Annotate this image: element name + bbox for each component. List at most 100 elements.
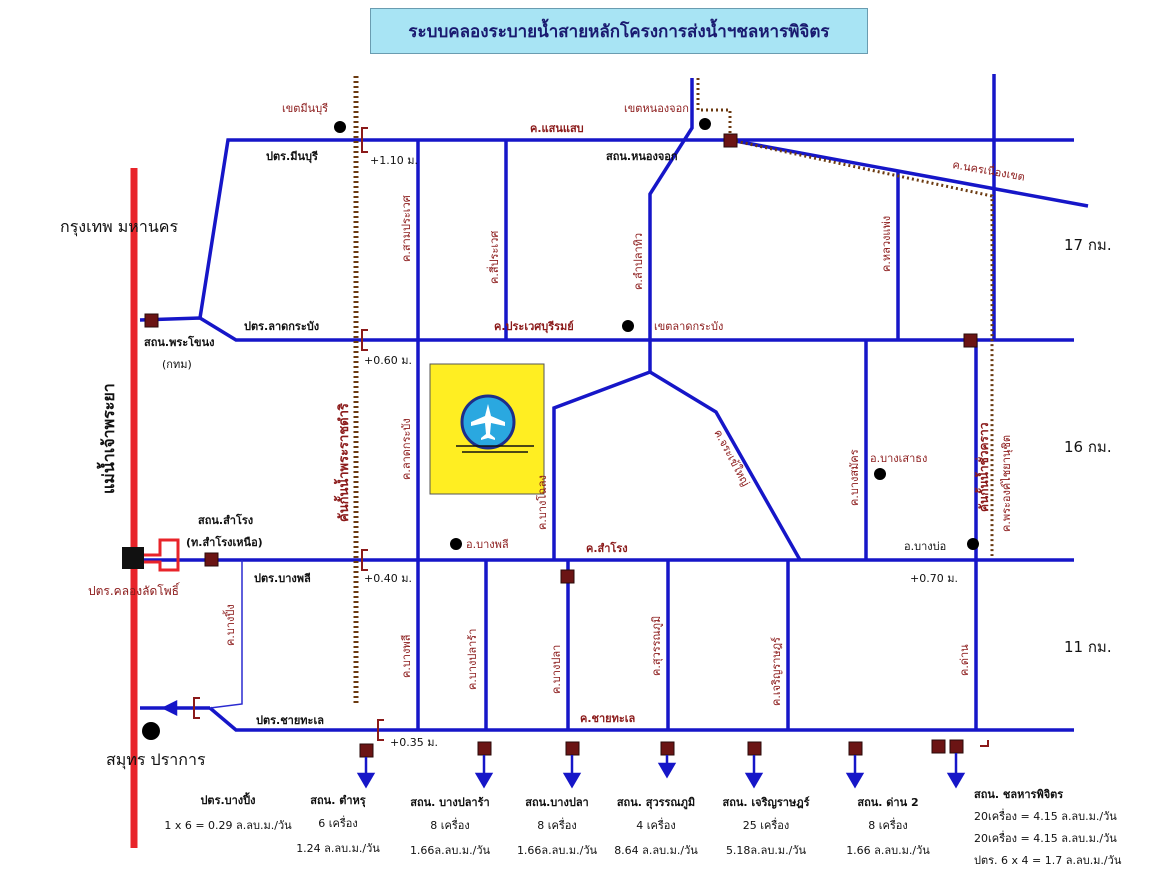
chonlahan-line: 20เครื่อง = 4.15 ล.ลบ.ม./วัน bbox=[974, 830, 1117, 845]
station-chonlahan-a bbox=[931, 739, 946, 754]
gate-markers bbox=[193, 127, 989, 747]
label-nong-chok: เขตหนองจอก bbox=[624, 102, 689, 115]
label-k-bang-chalong: ค.บางโฉลง bbox=[535, 475, 549, 530]
gate-bang-ping bbox=[193, 697, 200, 719]
label-k-luang-phaeng: ค.หลวงแพ่ง bbox=[880, 216, 893, 272]
pump-units: 8 เครื่อง bbox=[868, 817, 908, 832]
chonlahan-line: 20เครื่อง = 4.15 ล.ลบ.ม./วัน bbox=[974, 808, 1117, 823]
chonlahan-name: สถน. ชลหารพิจิตร bbox=[974, 788, 1063, 801]
label-dist-17: 17 กม. bbox=[1064, 236, 1112, 254]
label-k-bang-pla-ra: ค.บางปลาร้า bbox=[466, 629, 479, 690]
label-k-bang-ping: ค.บางปิ้ง bbox=[222, 604, 237, 646]
pump-units: 25 เครื่อง bbox=[743, 817, 790, 832]
label-k-lat-krabang: ค.ลาดกระบัง bbox=[400, 418, 413, 480]
label-bangkok: กรุงเทพ มหานคร bbox=[60, 217, 178, 237]
label-level-3: +0.40 ม. bbox=[364, 572, 412, 585]
label-dike-east: คันกั้นน้ำชั่วคราว bbox=[974, 422, 991, 512]
label-k-sam-prawet: ค.สามประเวศ bbox=[400, 195, 413, 262]
label-k-lam-pla-thio: ค.ลำปลาทิว bbox=[632, 233, 645, 290]
pump-units: 8 เครื่อง bbox=[430, 817, 470, 832]
label-k-samrong: ค.สำโรง bbox=[586, 541, 628, 555]
pump-units: 6 เครื่อง bbox=[318, 815, 358, 830]
label-k-prawet: ค.ประเวศบุรีรมย์ bbox=[494, 320, 574, 334]
place-dots bbox=[142, 118, 979, 740]
gate-bang-phli bbox=[361, 549, 368, 571]
pump-info: ปตร.บางปิ้ง 1 x 6 = 0.29 ล.ลบ.ม./วัน สถน… bbox=[164, 788, 1121, 867]
station-charoen-rat bbox=[747, 741, 762, 756]
station-nong-chok bbox=[723, 133, 738, 148]
label-dike: คันกั้นน้ำพระราชดำริ bbox=[333, 403, 352, 522]
discharge-arrows bbox=[161, 699, 966, 789]
canal-bang-chalong bbox=[552, 370, 651, 560]
label-k-si-prawet: ค.สี่ประเวศ bbox=[486, 231, 501, 284]
canal-nakhon-nueang bbox=[729, 138, 1089, 208]
pump-rate: 1.66ล.ลบ.ม./วัน bbox=[517, 844, 598, 857]
pump-rate: 8.64 ล.ลบ.ม./วัน bbox=[614, 844, 698, 857]
label-k-charoen-rat: ค.เจริญราษฎร์ bbox=[770, 637, 783, 706]
station-east-lat-krabang bbox=[963, 333, 978, 348]
dot-nong-chok bbox=[699, 118, 711, 130]
gate-chonlahan bbox=[980, 740, 989, 747]
pump-rate: 1.66ล.ลบ.ม./วัน bbox=[410, 844, 491, 857]
dot-bang-sao-thong bbox=[874, 468, 886, 480]
pump-units: 8 เครื่อง bbox=[537, 817, 577, 832]
station-bang-pla bbox=[565, 741, 580, 756]
pump-rate: 1.66 ล.ลบ.ม./วัน bbox=[846, 844, 930, 857]
label-sta-bang-phli: ปตร.บางพลี bbox=[254, 572, 311, 585]
gate-min-buri bbox=[361, 127, 368, 153]
pump-name: ปตร.บางปิ้ง bbox=[200, 792, 255, 807]
pump-name: สถน. เจริญราษฎร์ bbox=[722, 796, 809, 809]
label-sta-chai-thale: ปตร.ชายทะเล bbox=[256, 714, 324, 727]
suvarnabhumi-airport bbox=[429, 363, 545, 495]
label-sta-phra-khanong: สถน.พระโขนง bbox=[144, 335, 214, 349]
diagram-title: ระบบคลองระบายน้ำสายหลักโครงการส่งน้ำฯชลห… bbox=[370, 8, 868, 54]
label-dist-11: 11 กม. bbox=[1064, 638, 1112, 656]
label-level-2: +0.60 ม. bbox=[364, 354, 412, 367]
arrow-to-river bbox=[161, 699, 178, 717]
label-k-prawet-yai: ค.พระองค์ไชยานุชิต bbox=[1000, 435, 1013, 532]
dot-bang-bo bbox=[967, 538, 979, 550]
label-k-saen-saep: ค.แสนแสบ bbox=[530, 122, 584, 135]
label-min-buri: เขตมีนบุรี bbox=[282, 102, 328, 115]
pump-stations bbox=[144, 133, 978, 758]
label-level-5: +0.70 ม. bbox=[910, 572, 958, 585]
station-suwannaphum bbox=[660, 741, 675, 756]
station-dan-2 bbox=[848, 741, 863, 756]
pump-name: สถน.บางปลา bbox=[525, 796, 589, 809]
east-temporary-dike bbox=[696, 78, 994, 556]
station-tamru bbox=[359, 743, 374, 758]
label-level-1: +1.10 ม. bbox=[370, 154, 418, 167]
pump-name: สถน. บางปลาร้า bbox=[410, 796, 489, 809]
canal-bang-ping bbox=[209, 560, 243, 709]
label-sta-samrong-sub: (ท.สำโรงเหนือ) bbox=[186, 535, 263, 549]
label-k-suwannaphum: ค.สุวรรณภูมิ bbox=[650, 616, 663, 676]
khlong-lat-pho-loop bbox=[138, 538, 180, 572]
label-bang-sao-thong: อ.บางเสาธง bbox=[870, 452, 927, 465]
label-dist-16: 16 กม. bbox=[1064, 438, 1112, 456]
label-sta-samrong: สถน.สำโรง bbox=[198, 513, 253, 527]
dot-bang-phli bbox=[450, 538, 462, 550]
label-k-dan: ค.ด่าน bbox=[958, 644, 971, 676]
station-bang-pla-upper bbox=[560, 569, 575, 584]
canal-network bbox=[139, 74, 1089, 732]
gate-lat-krabang bbox=[361, 329, 368, 351]
canal-chai-thale bbox=[208, 706, 1074, 732]
pump-rate: 1 x 6 = 0.29 ล.ลบ.ม./วัน bbox=[164, 819, 292, 832]
dot-lat-krabang bbox=[622, 320, 634, 332]
canal-saen-saep bbox=[198, 138, 1074, 319]
plane-icon bbox=[471, 404, 505, 440]
station-bang-pla-ra bbox=[477, 741, 492, 756]
station-khlong-lat-pho bbox=[122, 547, 144, 569]
pump-rate: 1.24 ล.ลบ.ม./วัน bbox=[296, 842, 380, 855]
label-k-bang-samak: ค.บางสมัคร bbox=[848, 449, 861, 506]
label-sta-phra-khanong-sub: (กทม) bbox=[162, 358, 192, 371]
station-chonlahan-b bbox=[949, 739, 964, 754]
label-bang-bo: อ.บางบ่อ bbox=[904, 540, 946, 553]
label-k-nakhon-nueang: ค.นครเนื่องเขต bbox=[951, 156, 1026, 184]
label-samut-prakan: สมุทร ปราการ bbox=[106, 750, 206, 770]
station-samrong bbox=[204, 552, 219, 567]
pump-name: สถน. สุวรรณภูมิ bbox=[617, 796, 695, 810]
label-sta-lat-krabang: ปตร.ลาดกระบัง bbox=[244, 320, 319, 333]
pump-rate: 5.18ล.ลบ.ม./วัน bbox=[726, 844, 807, 857]
